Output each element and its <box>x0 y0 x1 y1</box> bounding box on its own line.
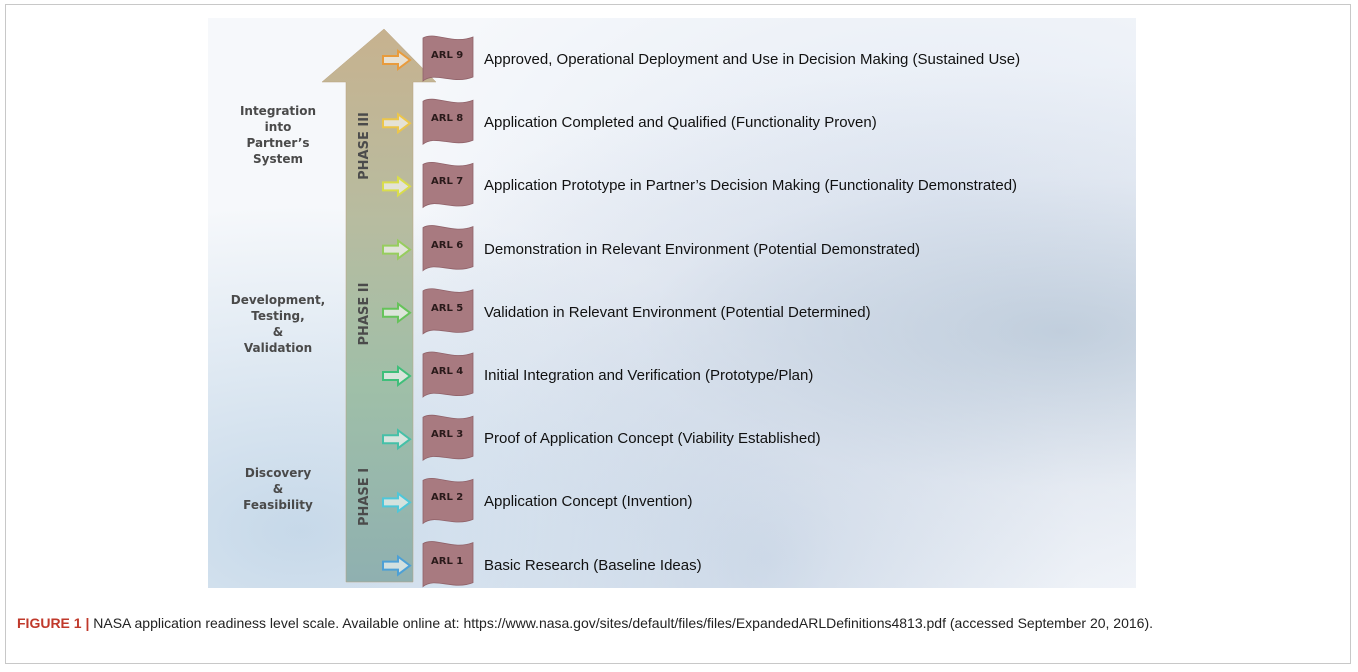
arl-code-label: ARL 6 <box>431 239 464 251</box>
phase-group-line: Discovery <box>244 466 312 480</box>
caption-text: NASA application readiness level scale. … <box>89 615 464 631</box>
phase-group-label-1: Discovery & Feasibility <box>208 465 348 513</box>
phase-group-line: Testing, <box>251 309 305 323</box>
phase-group-line: System <box>253 152 303 166</box>
arl-code-label: ARL 8 <box>431 113 464 125</box>
arl-code-label: ARL 4 <box>431 366 464 377</box>
arl-level-description: Application Completed and Qualified (Fun… <box>484 114 877 132</box>
arl-diagram: PHASE I PHASE II PHASE III <box>321 28 474 588</box>
arl-flag-icon <box>422 414 474 462</box>
phase-group-line: & <box>272 325 284 339</box>
arl-level-description: Proof of Application Concept (Viability … <box>484 430 821 448</box>
arl-level-description: Approved, Operational Deployment and Use… <box>484 51 1021 68</box>
phase-group-label-3: Integration into Partner’s System <box>208 103 348 167</box>
arl-level-description: Application Prototype in Partner’s Decis… <box>484 177 1018 195</box>
arl-code-label: ARL 2 <box>431 492 464 504</box>
arl-level-description: Demonstration in Relevant Environment (P… <box>484 240 921 258</box>
level-pointer-arrow-icon <box>382 428 412 451</box>
phase-group-label-2: Development, Testing, & Validation <box>208 292 348 356</box>
level-pointer-arrow-icon <box>382 49 412 71</box>
arl-level-description: Initial Integration and Verification (Pr… <box>484 367 814 384</box>
level-pointer-arrow-icon <box>382 238 412 261</box>
level-pointer-arrow-icon <box>382 491 412 514</box>
phase-label: PHASE I <box>357 468 372 526</box>
arl-flag-icon <box>422 478 474 525</box>
phase-group-line: Partner’s <box>246 136 310 150</box>
level-pointer-arrow-icon <box>382 175 412 198</box>
arl-level-description: Application Concept (Invention) <box>484 493 693 511</box>
figure-caption: FIGURE 1 | NASA application readiness le… <box>17 613 1342 633</box>
arl-flag-icon <box>422 351 474 398</box>
progress-arrow <box>321 28 437 583</box>
level-pointer-arrow-icon <box>382 112 412 135</box>
phase-label: PHASE III <box>357 112 372 180</box>
arl-flag-icon <box>422 541 474 588</box>
phase-label: PHASE II <box>357 283 372 346</box>
phase-group-line: Feasibility <box>243 498 313 512</box>
arl-code-label: ARL 9 <box>431 50 464 61</box>
phase-group-line: Validation <box>243 341 313 355</box>
level-pointer-arrow-icon <box>382 301 412 324</box>
arl-flag-icon <box>422 288 474 335</box>
phase-group-line: Integration <box>239 104 317 118</box>
arl-code-label: ARL 5 <box>431 302 464 314</box>
arl-code-label: ARL 3 <box>431 429 464 441</box>
arl-code-label: ARL 1 <box>431 555 464 567</box>
phase-group-line: Development, <box>230 293 326 307</box>
progress-arrow-shape <box>321 28 437 583</box>
arl-flag-icon <box>422 35 474 82</box>
level-pointer-arrow-icon <box>382 554 412 577</box>
arl-flag-icon <box>422 98 474 146</box>
arl-flag-icon <box>422 162 474 209</box>
phase-group-line: & <box>272 482 284 496</box>
arl-flag-icon <box>422 225 474 272</box>
arl-code-label: ARL 7 <box>431 176 464 188</box>
caption-link[interactable]: https://www.nasa.gov/sites/default/files… <box>463 615 946 631</box>
figure-label: FIGURE 1 | <box>17 615 90 631</box>
arl-level-description: Validation in Relevant Environment (Pote… <box>484 303 871 321</box>
caption-suffix: (accessed September 20, 2016). <box>945 615 1153 631</box>
level-pointer-arrow-icon <box>382 365 412 387</box>
phase-group-line: into <box>264 120 292 134</box>
arl-level-description: Basic Research (Baseline Ideas) <box>484 556 702 574</box>
